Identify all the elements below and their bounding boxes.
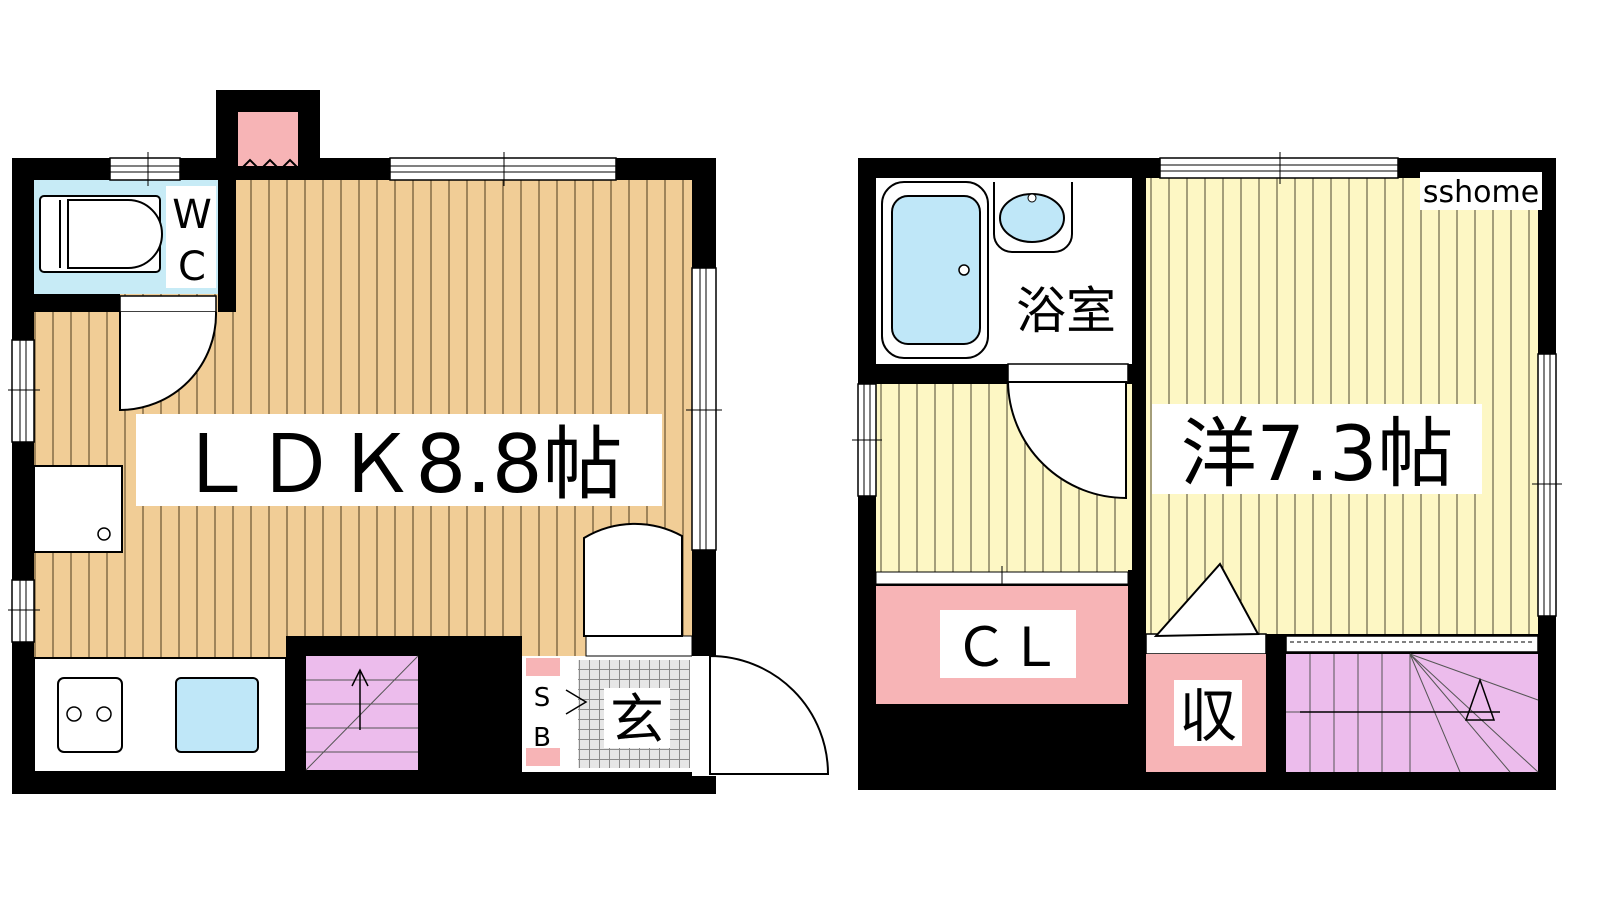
window — [109, 157, 181, 181]
watermark-box — [1420, 172, 1542, 210]
window — [1537, 353, 1557, 617]
window — [691, 267, 717, 551]
closet-label: ＣＬ — [954, 616, 1062, 679]
bath-label: 浴室 — [1016, 282, 1116, 340]
wc-door — [119, 311, 218, 412]
wc-label-c: C — [178, 244, 206, 290]
window — [389, 157, 617, 181]
western-label-bg — [1152, 404, 1482, 494]
window — [1159, 157, 1399, 179]
sb-label-s: S — [534, 683, 551, 713]
ldk-label: ＬＤＫ8.8帖 — [175, 418, 622, 511]
stove-icon — [57, 677, 123, 753]
refrigerator — [33, 465, 123, 553]
window — [11, 579, 35, 643]
western-label: 洋7.3帖 — [1181, 409, 1454, 498]
closet-label-bg — [940, 610, 1076, 678]
wc-label-w: W — [172, 192, 212, 238]
sink-icon — [175, 677, 259, 753]
duct-space — [238, 112, 298, 166]
entrance-label: 玄 — [610, 688, 664, 751]
stairs — [1286, 654, 1538, 772]
ldk-label-bg — [136, 414, 662, 506]
inner-door — [583, 522, 683, 637]
sb-label-b: B — [533, 723, 551, 753]
entrance-label-bg — [604, 688, 670, 748]
bath-door — [1006, 381, 1127, 500]
storage-label: 収 — [1179, 682, 1237, 750]
storage-label-bg — [1174, 680, 1242, 746]
watermark-text: sshome — [1423, 175, 1539, 210]
storage-door — [1153, 562, 1260, 638]
bathtub-icon — [891, 195, 981, 345]
window — [11, 339, 35, 443]
front-door — [709, 654, 830, 775]
